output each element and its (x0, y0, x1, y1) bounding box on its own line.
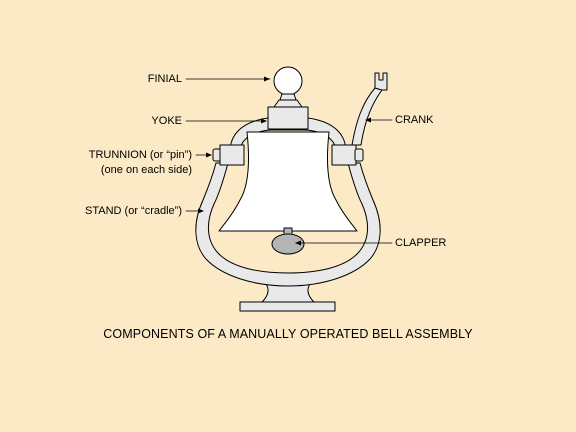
stand-pedestal (261, 283, 315, 303)
finial-stem (279, 93, 297, 101)
crank-arrow (365, 117, 371, 123)
yoke-label: YOKE (151, 115, 182, 127)
crank-label: CRANK (395, 114, 434, 126)
crank (351, 87, 383, 146)
trunnion-label-line1: TRUNNION (or “pin”) (88, 149, 192, 161)
bell-body (218, 131, 358, 232)
stand-base (239, 301, 336, 312)
finial-arrow (264, 76, 270, 82)
stand-arrow (198, 208, 204, 214)
clapper (271, 233, 305, 255)
clapper-arrow (295, 240, 301, 246)
trunnion-label-line2: (one on each side) (100, 164, 192, 176)
finial-neck (273, 99, 303, 108)
stand-label: STAND (or “cradle”) (85, 205, 182, 217)
finial-label: FINIAL (147, 73, 182, 85)
stand (195, 162, 381, 287)
trunnion-arrow (206, 152, 212, 158)
yoke-hub (267, 106, 309, 130)
trunnion-right (331, 144, 357, 166)
finial (273, 66, 303, 96)
crank-fork (374, 72, 388, 91)
trunnion-right-pin (354, 148, 364, 162)
yoke-arrow (261, 118, 267, 124)
diagram-caption: COMPONENTS OF A MANUALLY OPERATED BELL A… (103, 327, 473, 341)
trunnion-left (219, 144, 245, 166)
clapper-label: CLAPPER (395, 237, 447, 249)
